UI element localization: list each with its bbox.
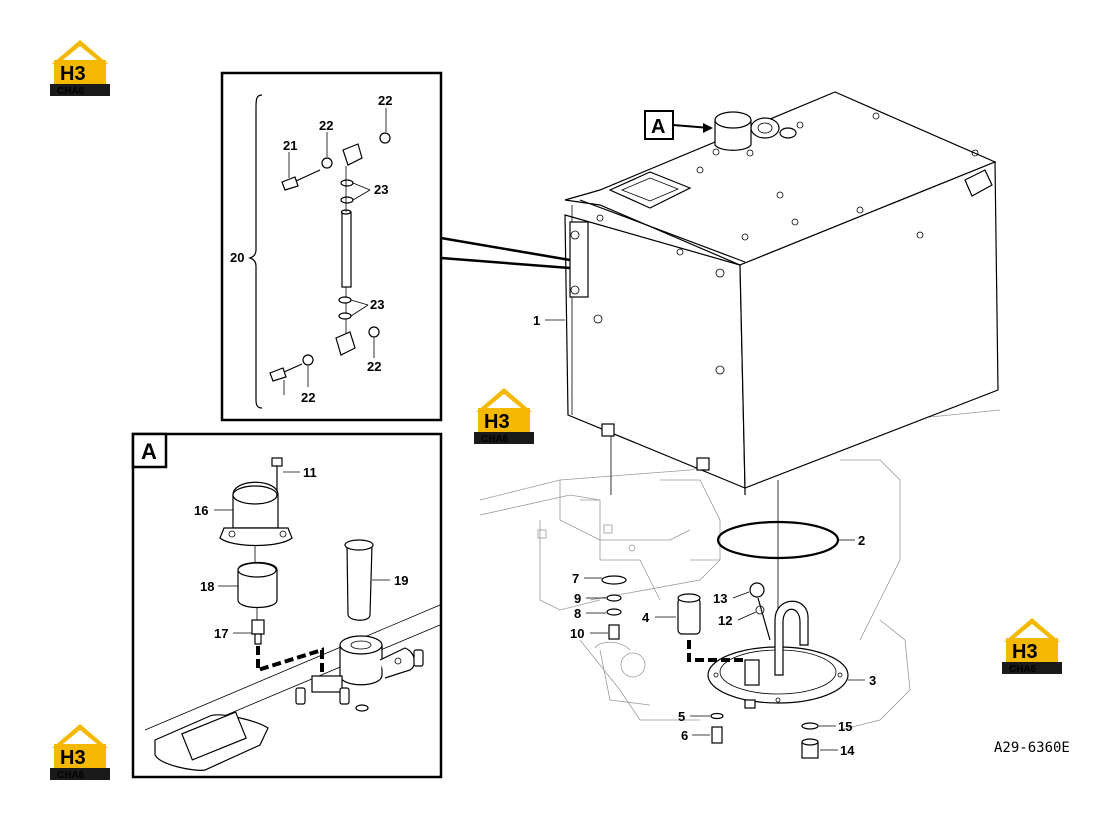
callout-2: 2 — [858, 533, 865, 548]
callout-17: 17 — [214, 626, 228, 641]
callout-22-c: 22 — [367, 359, 381, 374]
watermark-h3-text: H3 — [1012, 641, 1038, 663]
watermark-logo-bottom-left: H3 CHA6 — [48, 722, 112, 782]
callout-16: 16 — [194, 503, 208, 518]
callout-20: 20 — [230, 250, 244, 265]
detail-box-A: A 11 16 18 17 19 — [131, 432, 443, 779]
hydraulic-tank — [564, 91, 999, 652]
callout-22-a: 22 — [319, 118, 333, 133]
callout-15: 15 — [838, 719, 852, 734]
watermark-logo-right: H3 CHA6 — [1000, 616, 1064, 676]
callout-14: 14 — [840, 743, 855, 758]
callout-11: 11 — [303, 465, 317, 480]
callout-22-b: 22 — [378, 93, 392, 108]
callout-21: 21 — [283, 138, 297, 153]
main-callouts: 1 2 3 4 5 6 7 8 9 10 12 13 14 15 A — [533, 110, 876, 758]
callout-5: 5 — [678, 709, 685, 724]
callout-4: 4 — [642, 610, 650, 625]
callout-10: 10 — [570, 626, 584, 641]
callout-6: 6 — [681, 728, 688, 743]
watermark-h3-text: H3 — [60, 747, 86, 769]
machine-frame-ghost — [479, 409, 1001, 731]
main-hardware — [601, 575, 819, 759]
callout-7: 7 — [572, 571, 579, 586]
callout-1: 1 — [533, 313, 540, 328]
watermark-h3-text: H3 — [60, 63, 86, 85]
watermark-sub-text: CHA6 — [57, 86, 85, 97]
watermark-sub-text: CHA6 — [1009, 664, 1037, 675]
watermark-logo-mid-left: H3 CHA6 — [472, 386, 536, 446]
view-tag-A: A — [651, 116, 665, 138]
callout-13: 13 — [713, 591, 727, 606]
gasket-ring — [716, 520, 855, 560]
callout-18: 18 — [200, 579, 214, 594]
callout-23-b: 23 — [370, 297, 384, 312]
callout-12: 12 — [718, 613, 732, 628]
detail-tag-A: A — [141, 439, 157, 464]
watermark-sub-text: CHA6 — [57, 770, 85, 781]
callout-9: 9 — [574, 591, 581, 606]
callout-19: 19 — [394, 573, 408, 588]
watermark-logo-top-left: H3 CHA6 — [48, 38, 112, 98]
watermark-sub-text: CHA6 — [481, 434, 509, 445]
drawing-id: A29-6360E — [994, 740, 1070, 756]
callout-23-a: 23 — [374, 182, 388, 197]
watermark-h3-text: H3 — [484, 411, 510, 433]
callout-3: 3 — [869, 673, 876, 688]
detail-box-level-gauge: 20 21 22 — [220, 71, 571, 422]
callout-8: 8 — [574, 606, 581, 621]
callout-22-d: 22 — [301, 390, 315, 405]
